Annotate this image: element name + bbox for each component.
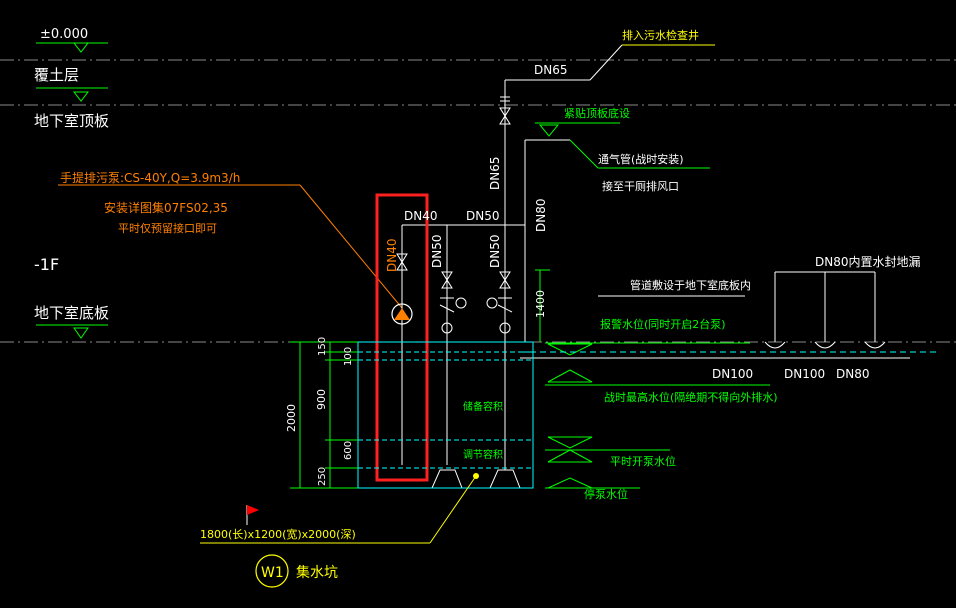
- pump-model-label: 手提排污泵:CS-40Y,Q=3.9m3/h: [60, 170, 240, 185]
- pit-dim-250: 250: [317, 467, 328, 486]
- pump-usual-note-label: 平时仅预留接口即可: [118, 222, 217, 235]
- alarm-level-note: 报警水位(同时开启2台泵): [600, 317, 726, 331]
- pit-tag-label: W1: [261, 565, 284, 581]
- pump-install-ref-label: 安装详图集07FS02,35: [104, 200, 228, 215]
- pit-dim-150: 150: [317, 337, 328, 356]
- pit-total-depth-label: 2000: [285, 404, 298, 432]
- dn50-horizontal-label: DN50: [466, 209, 500, 223]
- green-annotations: [535, 122, 770, 489]
- dn65-horizontal-label: DN65: [534, 63, 568, 77]
- pit-dim-600: 600: [343, 441, 354, 460]
- level-lines: [0, 59, 956, 343]
- pit-name-label: 集水坑: [296, 564, 338, 581]
- stair-bottom-note: 紧贴顶板底设: [564, 106, 630, 120]
- pit-dim-900: 900: [315, 389, 328, 410]
- dn80-floor-label: DN80: [836, 367, 870, 381]
- storage-volume-label: 储备容积: [463, 400, 503, 413]
- soil-cover-label: 覆土层: [34, 66, 79, 84]
- dim-1400: [535, 269, 550, 342]
- basement-floor-label: 地下室底板: [34, 304, 109, 322]
- highlight-box: [375, 193, 429, 482]
- pump-start-note: 平时开泵水位: [610, 454, 676, 468]
- dn100-label-a: DN100: [712, 367, 753, 381]
- pump-stop-note: 停泵水位: [584, 487, 628, 501]
- pipe-in-slab-note: 管道敷设于地下室底板内: [630, 278, 751, 292]
- pit-dim-100: 100: [343, 347, 354, 366]
- sump-pit: [290, 341, 534, 489]
- floor-mark-label: -1F: [34, 255, 59, 274]
- pump-symbol: [391, 303, 413, 325]
- dn50-vertical-label-2: DN50: [488, 235, 502, 269]
- wartime-high-note: 战时最高水位(隔绝期不得向外排水): [604, 390, 778, 404]
- elevation-label: ±0.000: [40, 27, 88, 42]
- vent-pipe-note: 通气管(战时安装): [598, 152, 684, 166]
- vent-to-note: 接至干厕排风口: [602, 179, 679, 193]
- basement-roof-label: 地下室顶板: [34, 112, 109, 130]
- pipe-network: [396, 44, 715, 489]
- pump-annotation: 手提排污泵:CS-40Y,Q=3.9m3/h 安装详图集07FS02,35 平时…: [58, 170, 403, 309]
- dim-1400-label: 1400: [534, 290, 547, 318]
- dn50-vertical-label-1: DN50: [430, 235, 444, 269]
- pit-tag-circle: [255, 554, 289, 588]
- dn80-vertical-label: DN80: [534, 199, 548, 233]
- dn65-vertical-label: DN65: [488, 157, 502, 191]
- level-markers: [36, 42, 108, 339]
- dn100-label-b: DN100: [784, 367, 825, 381]
- pit-size-label: 1800(长)x1200(宽)x2000(深): [200, 527, 356, 541]
- regulating-volume-label: 调节容积: [463, 448, 503, 461]
- dn40-horizontal-label: DN40: [404, 209, 438, 223]
- pit-tag: [200, 475, 477, 588]
- slab-piping: [520, 271, 940, 359]
- floor-drain-note: DN80内置水封地漏: [815, 255, 921, 269]
- dn40-vertical-label: DN40: [385, 239, 399, 273]
- flag-icon: [247, 505, 259, 515]
- sewer-well-note: 排入污水检查井: [622, 28, 699, 42]
